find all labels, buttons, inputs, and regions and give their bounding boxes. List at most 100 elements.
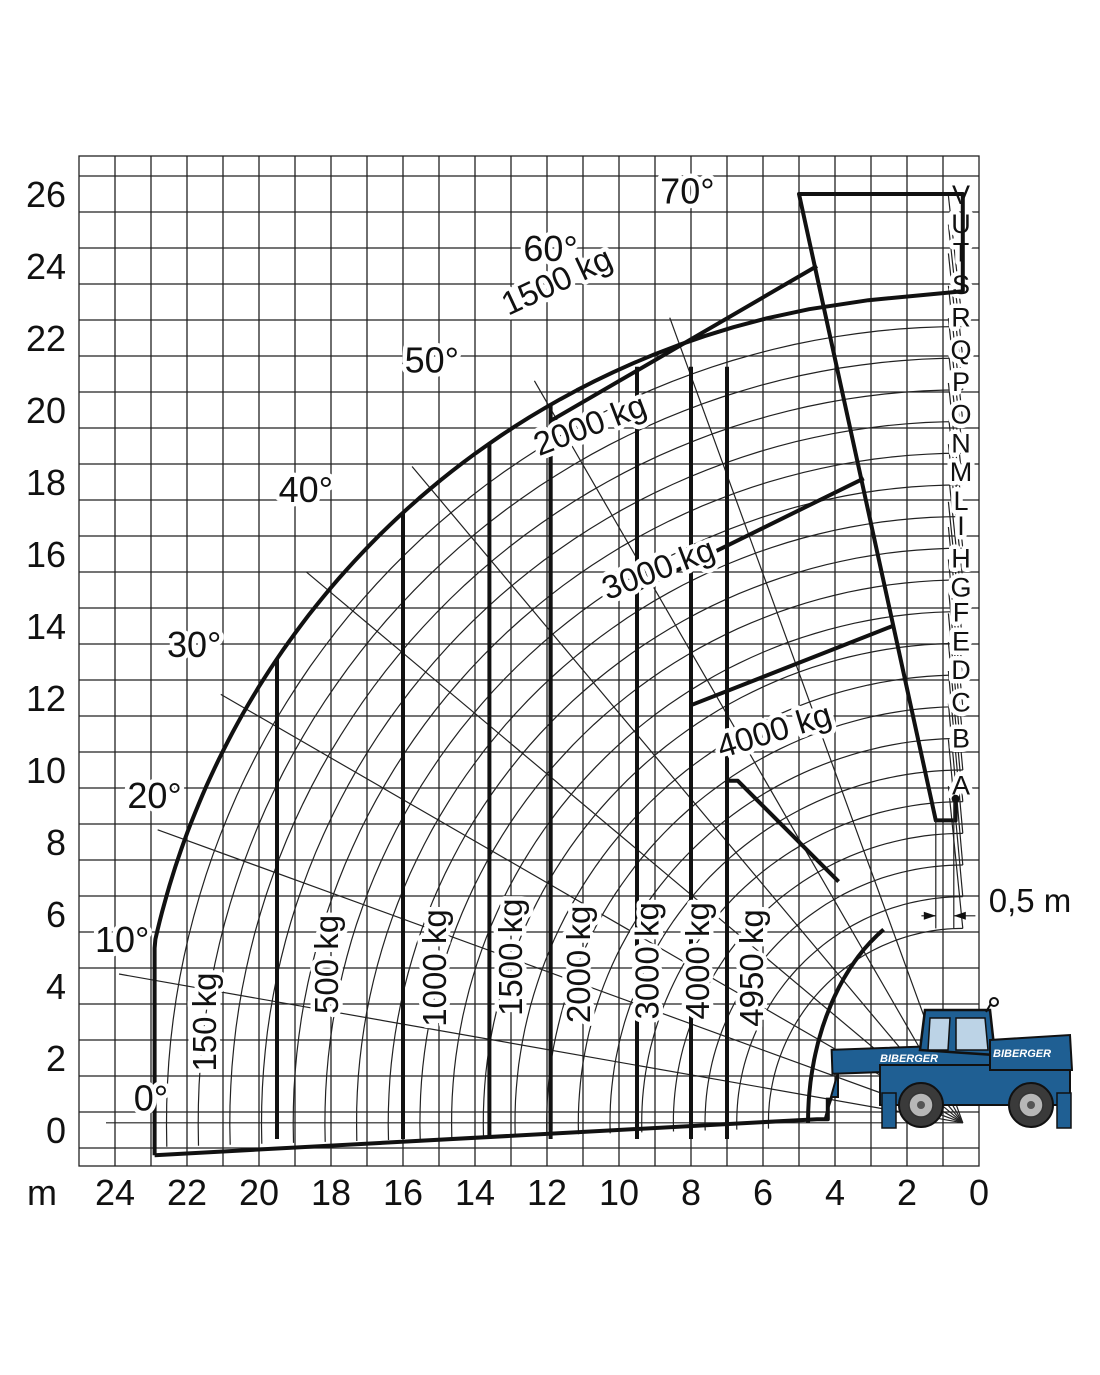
x-tick-label: 14 bbox=[455, 1172, 495, 1213]
zone-label: 2000 kg bbox=[560, 906, 597, 1023]
x-tick-label: 2 bbox=[897, 1172, 917, 1213]
extension-leader bbox=[947, 195, 964, 327]
x-tick-label: 0 bbox=[969, 1172, 989, 1213]
angle-label: 40° bbox=[279, 469, 333, 510]
telehandler-machine: BIBERGER BIBERGER bbox=[824, 997, 1074, 1129]
extension-arc-s bbox=[260, 420, 963, 1144]
x-tick-label: 24 bbox=[95, 1172, 135, 1213]
extension-label-m: M bbox=[950, 457, 973, 487]
zone-label: 4000 kg bbox=[679, 902, 716, 1019]
dimension-arrowhead-right bbox=[953, 911, 966, 920]
y-tick-label: 22 bbox=[26, 318, 66, 359]
angle-label: 50° bbox=[405, 340, 459, 381]
extension-arc-i bbox=[514, 674, 963, 1137]
zone-step-boundary bbox=[689, 624, 894, 1130]
dimension-arrowhead-left bbox=[923, 911, 936, 920]
extension-arc-d bbox=[672, 832, 963, 1132]
y-tick-label: 14 bbox=[26, 606, 66, 647]
angle-ray bbox=[533, 380, 964, 1124]
y-tick-label: 6 bbox=[46, 894, 66, 935]
x-tick-label: 6 bbox=[753, 1172, 773, 1213]
angle-label: 30° bbox=[167, 624, 221, 665]
y-tick-label: 0 bbox=[46, 1110, 66, 1151]
extension-leader bbox=[947, 318, 964, 454]
extension-arc-r bbox=[292, 452, 963, 1143]
extension-arc-u bbox=[197, 357, 963, 1146]
extension-label-p: P bbox=[952, 367, 970, 397]
y-tick-label: 16 bbox=[26, 534, 66, 575]
extension-label-n: N bbox=[951, 428, 971, 458]
y-tick-label: 8 bbox=[46, 822, 66, 863]
extension-label-e: E bbox=[952, 626, 970, 656]
y-tick-label: 4 bbox=[46, 966, 66, 1007]
angle-label: 0° bbox=[134, 1078, 168, 1119]
extension-label-r: R bbox=[951, 302, 971, 332]
zone-label: 1500 kg bbox=[492, 898, 529, 1015]
extension-leader bbox=[947, 253, 964, 390]
extension-label-o: O bbox=[950, 400, 971, 430]
zone-label: 150 kg bbox=[186, 972, 223, 1071]
y-tick-label: 24 bbox=[26, 246, 66, 287]
working-envelope bbox=[152, 192, 976, 1158]
x-tick-label: 20 bbox=[239, 1172, 279, 1213]
extension-leader bbox=[947, 526, 964, 676]
plot-frame bbox=[78, 155, 980, 1167]
extension-label-g: G bbox=[950, 572, 971, 602]
extension-arc-l bbox=[482, 642, 963, 1138]
zone-label: 1000 kg bbox=[416, 909, 453, 1026]
extension-arc-a bbox=[767, 927, 963, 1129]
extension-arc-f bbox=[609, 769, 963, 1134]
boom-pin bbox=[951, 794, 960, 803]
x-axis-unit: m bbox=[27, 1172, 57, 1213]
extension-arc-p bbox=[355, 516, 963, 1142]
extension-leader bbox=[947, 613, 964, 771]
zone-step-boundary bbox=[635, 476, 865, 1130]
extension-label-h: H bbox=[951, 544, 971, 574]
extension-label-l: L bbox=[953, 486, 968, 516]
x-tick-label: 12 bbox=[527, 1172, 567, 1213]
extension-leader bbox=[947, 559, 964, 707]
extension-leader bbox=[947, 670, 964, 834]
extension-label-q: Q bbox=[950, 335, 971, 365]
extension-label-c: C bbox=[951, 688, 971, 718]
extension-arc-q bbox=[324, 484, 963, 1142]
x-tick-label: 16 bbox=[383, 1172, 423, 1213]
front-wheel bbox=[1008, 1082, 1054, 1128]
angle-label: 70° bbox=[660, 170, 714, 211]
x-tick-label: 4 bbox=[825, 1172, 845, 1213]
capacity-zones bbox=[275, 366, 729, 1139]
machine-brand-left: BIBERGER bbox=[880, 1053, 938, 1065]
y-tick-label: 12 bbox=[26, 678, 66, 719]
extension-arc-h bbox=[545, 706, 963, 1136]
extension-leader bbox=[947, 588, 964, 739]
extension-arc-b bbox=[736, 896, 963, 1130]
envelope-outer bbox=[152, 192, 965, 1156]
angle-label: 20° bbox=[127, 775, 181, 816]
y-tick-label: 20 bbox=[26, 390, 66, 431]
x-tick-label: 18 bbox=[311, 1172, 351, 1213]
extension-arc-v bbox=[165, 325, 963, 1147]
extension-leader bbox=[947, 786, 964, 929]
y-tick-label: 2 bbox=[46, 1038, 66, 1079]
rear-wheel bbox=[898, 1082, 944, 1128]
x-tick-label: 22 bbox=[167, 1172, 207, 1213]
extension-arc-t bbox=[229, 389, 963, 1145]
extension-arc-n bbox=[419, 579, 963, 1140]
extension-label-b: B bbox=[952, 724, 970, 754]
extension-arc-c bbox=[704, 864, 963, 1131]
x-tick-label: 8 bbox=[681, 1172, 701, 1213]
y-tick-label: 26 bbox=[26, 174, 66, 215]
extension-leader bbox=[947, 415, 964, 549]
angle-ray bbox=[669, 317, 964, 1124]
y-tick-label: 18 bbox=[26, 462, 66, 503]
arc-capacity-label: 4000 kg bbox=[712, 695, 835, 765]
extension-leader bbox=[947, 350, 964, 485]
extension-leader bbox=[947, 382, 964, 517]
machine-brand-right: BIBERGER bbox=[993, 1048, 1051, 1060]
envelope-inner bbox=[806, 928, 885, 1123]
extension-arc-e bbox=[641, 801, 963, 1133]
zone-step-boundary bbox=[725, 778, 841, 1130]
angle-ray bbox=[157, 829, 964, 1124]
x-tick-label: 10 bbox=[599, 1172, 639, 1213]
